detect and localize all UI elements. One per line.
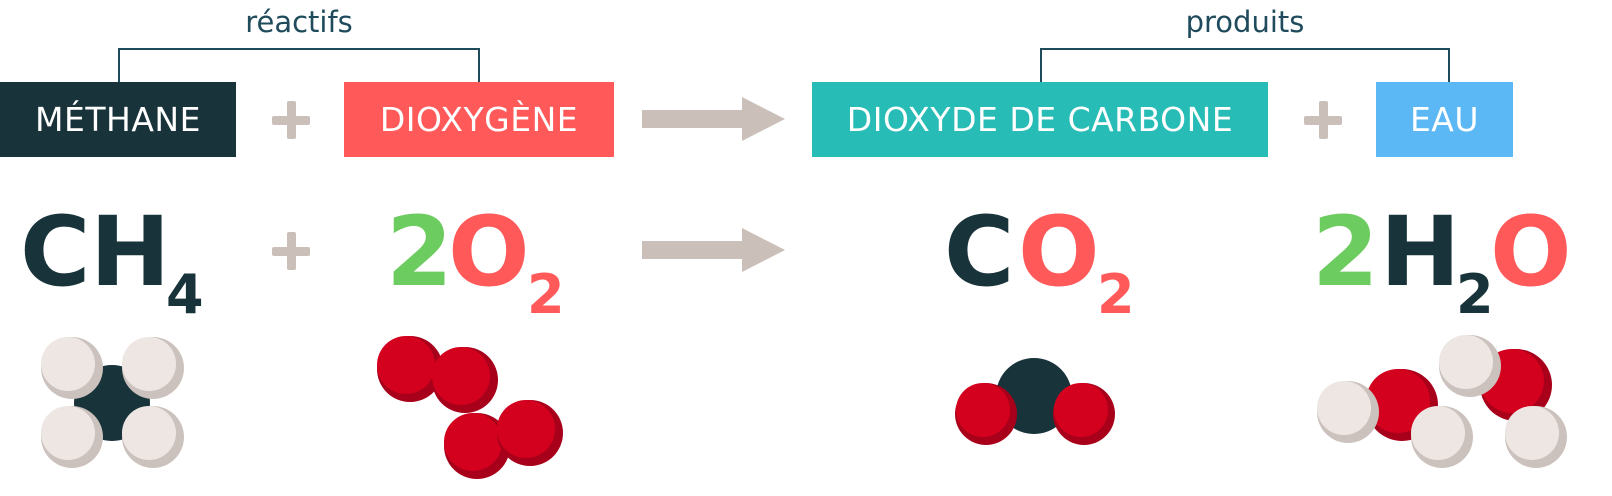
co2-molecule-icon — [955, 358, 1115, 445]
dioxygen-coefficient: 2 — [386, 196, 453, 308]
plus-icon — [1304, 101, 1342, 139]
dioxygen-subscript: 2 — [527, 263, 565, 326]
oxygen-symbol: O — [1490, 196, 1572, 308]
reactants-label: réactifs — [245, 5, 353, 39]
water-coefficient: 2 — [1312, 196, 1379, 308]
water-subscript: 2 — [1456, 263, 1494, 326]
dioxygen-box: DIOXYGÈNE — [344, 82, 614, 157]
plus-icon — [272, 232, 310, 270]
reaction-arrow-icon — [642, 228, 785, 272]
hydrogen-symbol: H — [90, 196, 171, 308]
reaction-arrow-icon — [642, 97, 785, 141]
oxygen-symbol: O — [1018, 196, 1100, 308]
water-box: EAU — [1376, 82, 1513, 157]
products-bracket — [1040, 48, 1450, 82]
hydrogen-symbol: H — [1380, 196, 1461, 308]
reactants-bracket — [118, 48, 480, 82]
oxygen-symbol: O — [448, 196, 530, 308]
dioxygen-molecule-icon — [377, 336, 563, 479]
products-label: produits — [1185, 5, 1305, 39]
methane-subscript: 4 — [166, 263, 204, 326]
water-molecule-icon — [1317, 335, 1567, 468]
co2-subscript: 2 — [1097, 263, 1135, 326]
carbon-symbol: C — [20, 196, 91, 308]
carbon-symbol: C — [944, 196, 1015, 308]
plus-icon — [272, 101, 310, 139]
methane-molecule-icon — [41, 337, 184, 468]
co2-box: DIOXYDE DE CARBONE — [812, 82, 1268, 157]
methane-box: MÉTHANE — [0, 82, 236, 157]
